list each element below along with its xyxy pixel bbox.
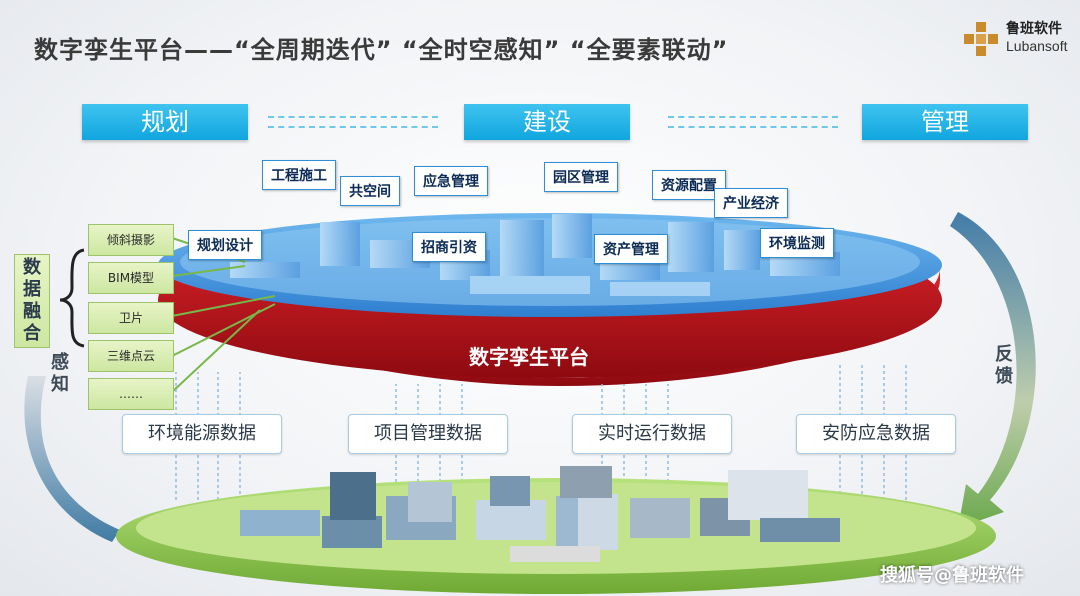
page-title: 数字孪生平台——“全周期迭代” “全时空感知” “全要素联动” [34,36,729,64]
phase-management: 管理 [862,104,1028,140]
data-source-project: 项目管理数据 [348,414,508,454]
phase-planning: 规划 [82,104,248,140]
phase-connector-2b [668,126,838,128]
label-asset-management: 资产管理 [594,234,668,264]
data-source-realtime: 实时运行数据 [572,414,732,454]
perception-text: 感知 [51,352,69,395]
fusion-bracket [59,248,85,348]
label-investment: 招商引资 [412,232,486,262]
data-source-energy: 环境能源数据 [122,414,282,454]
label-industrial-economy: 产业经济 [714,188,788,218]
label-construction: 工程施工 [262,160,336,190]
fusion-item-bim: BIM模型 [88,262,174,294]
lubansoft-logo-icon [964,22,998,56]
right-cycle-arrow [950,212,1036,528]
fusion-item-pointcloud: 三维点云 [88,340,174,372]
label-public-space: 共空间 [340,176,400,206]
label-resource-allocation: 资源配置 [652,170,726,200]
label-park-management: 园区管理 [544,162,618,192]
fusion-title: 数据融合 [14,254,50,348]
watermark: 搜狐号@鲁班软件 [880,565,1024,586]
phase-connector-2 [668,116,838,118]
phase-connector-1b [268,126,438,128]
platform-label: 数字孪生平台 [469,345,589,369]
fusion-title-text: 数据融合 [23,257,41,344]
logo-en-text: Lubansoft [1006,38,1068,54]
label-environment-monitoring: 环境监测 [760,228,834,258]
label-emergency: 应急管理 [414,166,488,196]
feedback-text: 反馈 [995,344,1013,387]
logo-cn-text: 鲁班软件 [1006,21,1062,37]
data-source-security: 安防应急数据 [796,414,956,454]
left-cycle-arrow [24,376,120,542]
label-planning-design: 规划设计 [188,230,262,260]
phase-connector-1 [268,116,438,118]
fusion-item-oblique: 倾斜摄影 [88,224,174,256]
base-city [240,466,840,562]
perception-label: 感知 [50,352,74,396]
feedback-label: 反馈 [994,344,1018,388]
fusion-item-more: …… [88,378,174,410]
company-logo: 鲁班软件 Lubansoft [964,18,1068,62]
fusion-item-satellite: 卫片 [88,302,174,334]
phase-construction: 建设 [464,104,630,140]
